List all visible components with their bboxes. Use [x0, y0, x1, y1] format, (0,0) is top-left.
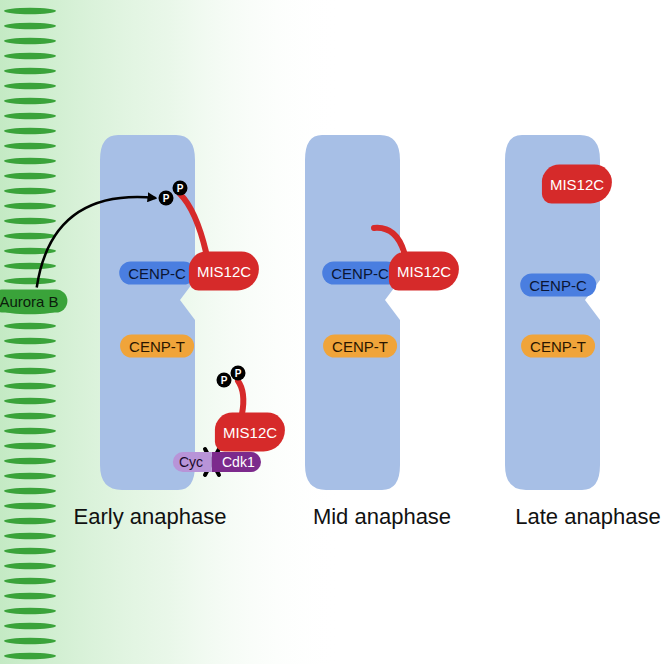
node-label: Aurora B — [0, 293, 59, 310]
spindle-midzone — [0, 0, 60, 664]
stage-caption: Late anaphase — [515, 504, 661, 530]
node-label: CENP-T — [129, 338, 185, 355]
cenp-c-pill: CENP-C — [520, 274, 596, 297]
node-label: P — [217, 373, 232, 388]
cdk1-pill: Cdk1 — [212, 452, 261, 472]
phospho-dot: P — [217, 373, 232, 388]
aurora-gradient — [0, 0, 340, 664]
phospho-dot: P — [231, 366, 246, 381]
cenp-c-pill: CENP-C — [119, 262, 195, 285]
node-label: MIS12C — [397, 263, 451, 280]
cenp-c-pill: CENP-C — [322, 262, 398, 285]
node-label: P — [159, 191, 174, 206]
node-label: CENP-C — [529, 277, 587, 294]
node-label: MIS12C — [223, 424, 277, 441]
node-label: CENP-T — [530, 338, 586, 355]
mis12c-complex: MIS12C — [389, 252, 459, 291]
mis12c-complex: MIS12C — [215, 413, 285, 452]
node-label: MIS12C — [197, 263, 251, 280]
mis12c-complex: MIS12C — [189, 252, 259, 291]
node-label: Cyc — [179, 454, 203, 470]
mis12c-complex: MIS12C — [542, 165, 612, 204]
mis12-tails — [180, 194, 404, 414]
chromosomes — [100, 135, 600, 490]
node-label: P — [173, 181, 188, 196]
phospho-dot: P — [173, 181, 188, 196]
kinase-pill: Aurora B — [0, 290, 68, 313]
cyclin-pill: Cyc — [173, 452, 212, 472]
cenp-t-pill: CENP-T — [521, 335, 595, 358]
node-label: CENP-T — [332, 338, 388, 355]
node-label: CENP-C — [331, 265, 389, 282]
node-label: MIS12C — [550, 176, 604, 193]
node-label: Cdk1 — [222, 454, 255, 470]
cenp-t-pill: CENP-T — [120, 335, 194, 358]
stage-caption: Early anaphase — [74, 504, 227, 530]
node-label: P — [231, 366, 246, 381]
stage-caption: Mid anaphase — [313, 504, 451, 530]
cenp-t-pill: CENP-T — [323, 335, 397, 358]
phospho-dot: P — [159, 191, 174, 206]
node-label: CENP-C — [128, 265, 186, 282]
